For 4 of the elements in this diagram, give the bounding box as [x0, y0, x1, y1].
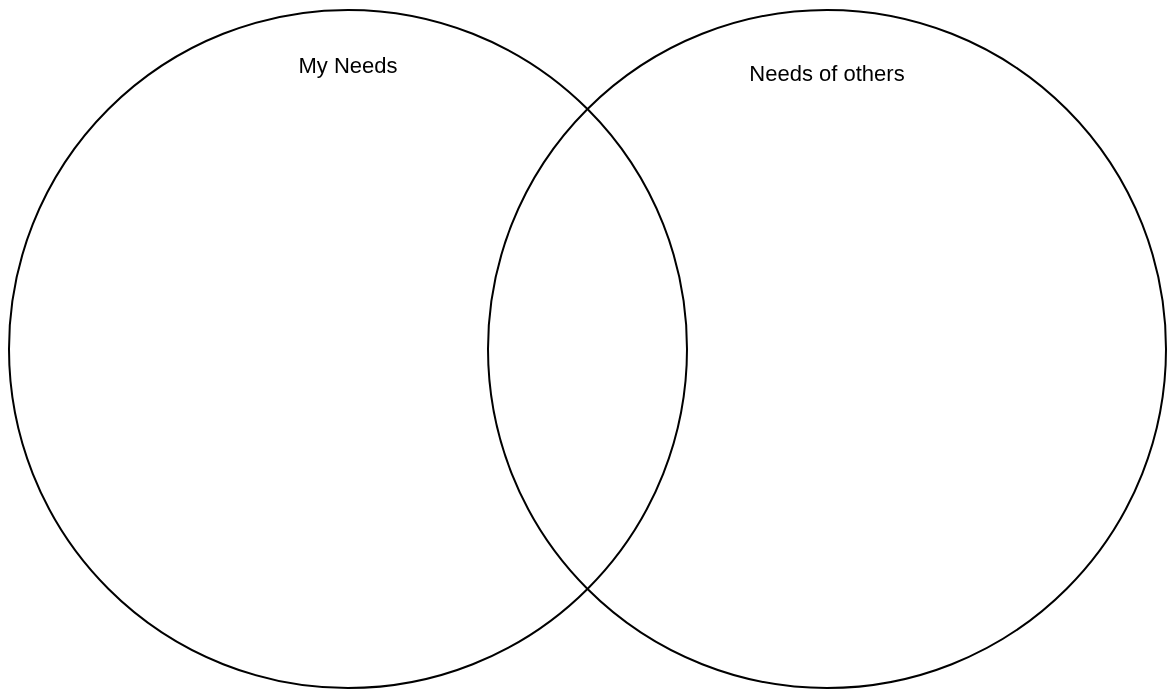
venn-circle: [8, 9, 688, 689]
circle-label: My Needs: [298, 53, 398, 79]
circle-label: Needs of others: [749, 61, 905, 87]
venn-circle: [487, 9, 1167, 689]
